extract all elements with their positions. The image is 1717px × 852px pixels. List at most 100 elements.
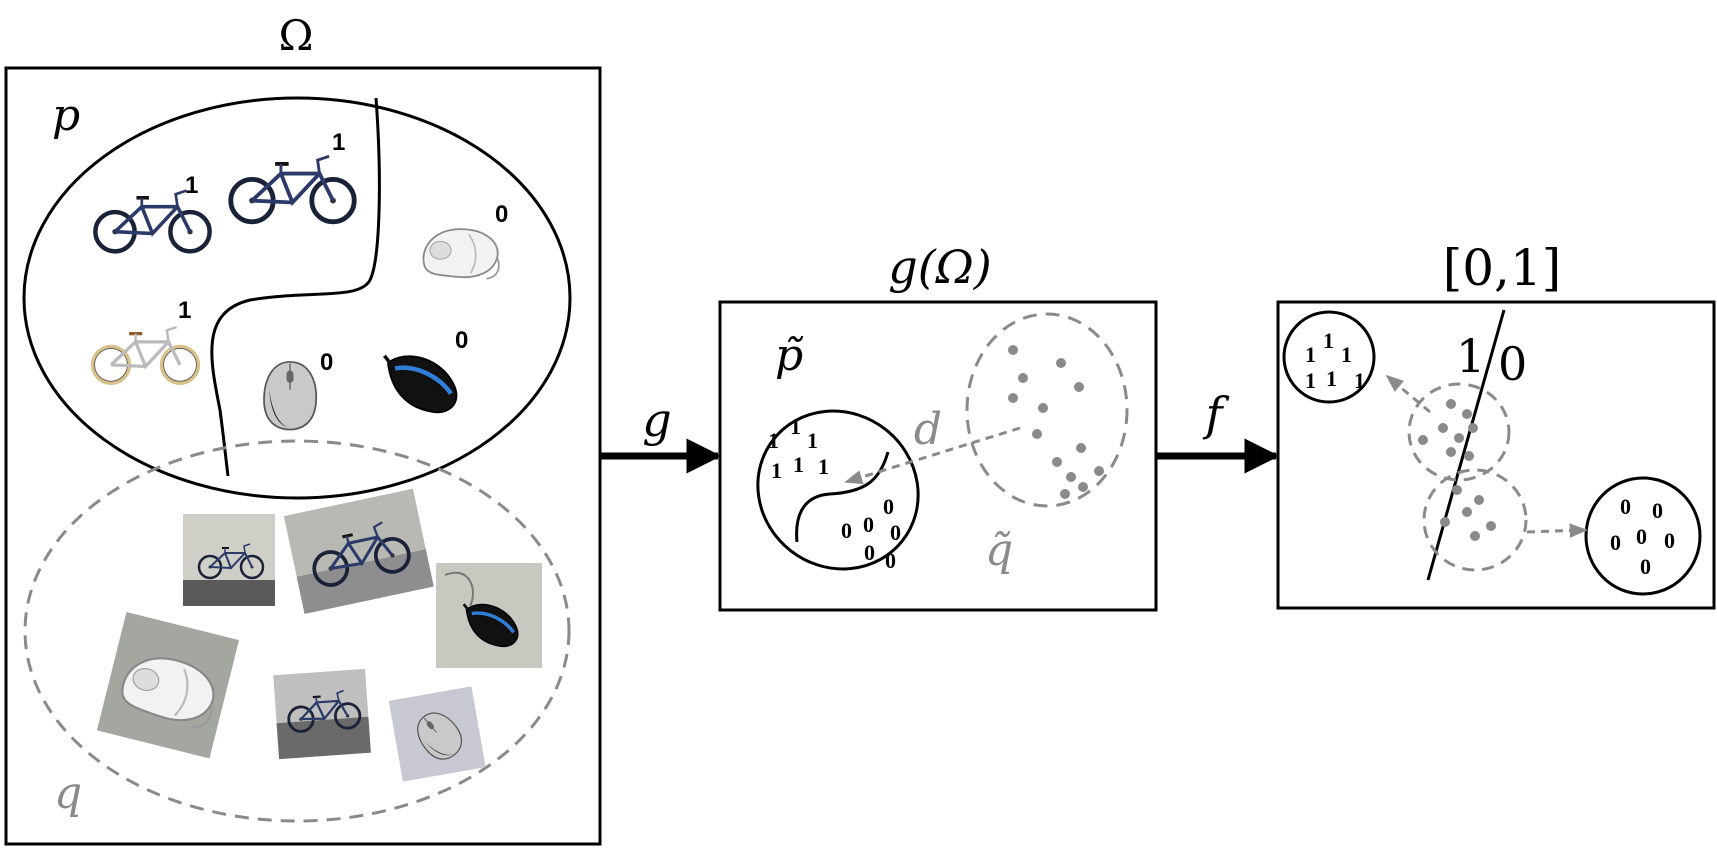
- output-point: [1446, 447, 1456, 457]
- svg-text:1: 1: [1354, 368, 1365, 393]
- decision-label-one: 1: [1456, 329, 1485, 383]
- feature-point: [1038, 403, 1048, 413]
- svg-text:0: 0: [890, 520, 901, 545]
- output-point: [1470, 531, 1480, 541]
- image-label-mouse3: 0: [455, 327, 468, 354]
- output-point: [1454, 433, 1464, 443]
- svg-text:1: 1: [807, 428, 818, 453]
- output-zeros-group: 0 0 0 0 0 0: [1610, 494, 1675, 579]
- output-ones-cluster: [1282, 310, 1376, 404]
- computer-mouse-icon: [422, 228, 500, 280]
- feature-point: [1078, 482, 1088, 492]
- computer-mouse-icon: [384, 356, 456, 412]
- svg-text:0: 0: [1636, 524, 1647, 549]
- svg-text:0: 0: [883, 494, 894, 519]
- computer-mouse-icon: [263, 361, 318, 431]
- bicycle-icon: [231, 156, 354, 222]
- image-label-mouse1: 0: [495, 201, 508, 228]
- svg-text:1: 1: [1305, 342, 1316, 367]
- source-zeros-group: 0 0 0 0 0 0: [841, 494, 901, 573]
- svg-text:0: 0: [841, 518, 852, 543]
- class-boundary-curve: [210, 97, 381, 477]
- target-output-points: [1418, 399, 1496, 541]
- feature-point: [1008, 393, 1018, 403]
- svg-text:0: 0: [1640, 554, 1651, 579]
- output-point: [1452, 485, 1462, 495]
- output-point: [1438, 423, 1448, 433]
- output-space-box: [1276, 300, 1716, 610]
- feature-point: [1018, 373, 1028, 383]
- q-label: q: [54, 768, 82, 819]
- interval-label: [0,1]: [1443, 239, 1562, 297]
- bicycle-photo: [183, 514, 275, 606]
- arrow-to-zeros: [1526, 523, 1588, 538]
- feature-point: [1008, 345, 1018, 355]
- bicycle-photo: [283, 488, 434, 614]
- g-omega-label: g(Ω): [888, 240, 991, 294]
- svg-text:1: 1: [818, 454, 829, 479]
- computer-mouse-photo: [96, 612, 240, 759]
- svg-text:0: 0: [885, 548, 896, 573]
- target-feature-cluster: [965, 312, 1129, 508]
- svg-text:1: 1: [771, 458, 782, 483]
- svg-text:1: 1: [790, 414, 801, 439]
- computer-mouse-photo: [436, 563, 542, 668]
- f-label: f: [1202, 387, 1229, 441]
- decision-label-zero: 0: [1498, 337, 1527, 391]
- feature-point: [1076, 443, 1086, 453]
- feature-point: [1060, 489, 1070, 499]
- output-point: [1440, 517, 1450, 527]
- computer-mouse-photo: [388, 686, 486, 782]
- output-point: [1418, 435, 1428, 445]
- output-point: [1474, 495, 1484, 505]
- output-point: [1468, 423, 1478, 433]
- image-label-bike2: 1: [332, 129, 345, 156]
- svg-text:1: 1: [1323, 328, 1334, 353]
- svg-text:0: 0: [863, 512, 874, 537]
- svg-text:0: 0: [1652, 498, 1663, 523]
- svg-text:0: 0: [1610, 530, 1621, 555]
- svg-text:1: 1: [768, 428, 779, 453]
- arrow-to-ones: [1385, 374, 1431, 414]
- decision-boundary-line: [1426, 309, 1506, 581]
- target-lower-cluster: [1422, 468, 1528, 572]
- p-tilde-label: p̃: [775, 330, 804, 381]
- svg-text:0: 0: [864, 540, 875, 565]
- source-distribution-ellipse: [22, 96, 572, 500]
- output-point: [1462, 507, 1472, 517]
- p-label: p: [52, 90, 80, 141]
- source-feature-cluster: [756, 409, 920, 571]
- source-ones-group: 1 1 1 1 1 1: [768, 414, 829, 483]
- svg-text:1: 1: [1341, 342, 1352, 367]
- output-point: [1464, 451, 1474, 461]
- output-point: [1462, 409, 1472, 419]
- svg-text:1: 1: [793, 452, 804, 477]
- feature-point: [1066, 472, 1076, 482]
- svg-text:1: 1: [1326, 366, 1337, 391]
- feature-point: [1052, 457, 1062, 467]
- feature-point: [1094, 466, 1104, 476]
- target-upper-cluster: [1407, 382, 1511, 482]
- q-tilde-label: q̃: [985, 525, 1013, 576]
- bicycle-photo: [273, 668, 371, 760]
- target-distribution-ellipse: [23, 439, 571, 823]
- discrepancy-arrow: [844, 426, 1021, 485]
- feature-point: [1074, 382, 1084, 392]
- feature-point: [1056, 358, 1066, 368]
- omega-label: Ω: [279, 11, 314, 60]
- image-label-bike1: 1: [185, 172, 198, 199]
- svg-text:0: 0: [1664, 528, 1675, 553]
- target-feature-points: [1008, 345, 1104, 499]
- bicycle-icon: [93, 327, 198, 383]
- omega-box: [4, 66, 602, 846]
- feature-point: [1032, 429, 1042, 439]
- image-label-mouse2: 0: [320, 349, 333, 376]
- output-point: [1446, 399, 1456, 409]
- feature-space-box: [718, 300, 1158, 612]
- image-label-bike3: 1: [178, 297, 191, 324]
- svg-text:1: 1: [1305, 368, 1316, 393]
- output-ones-group: 1 1 1 1 1 1: [1305, 328, 1365, 393]
- output-point: [1486, 521, 1496, 531]
